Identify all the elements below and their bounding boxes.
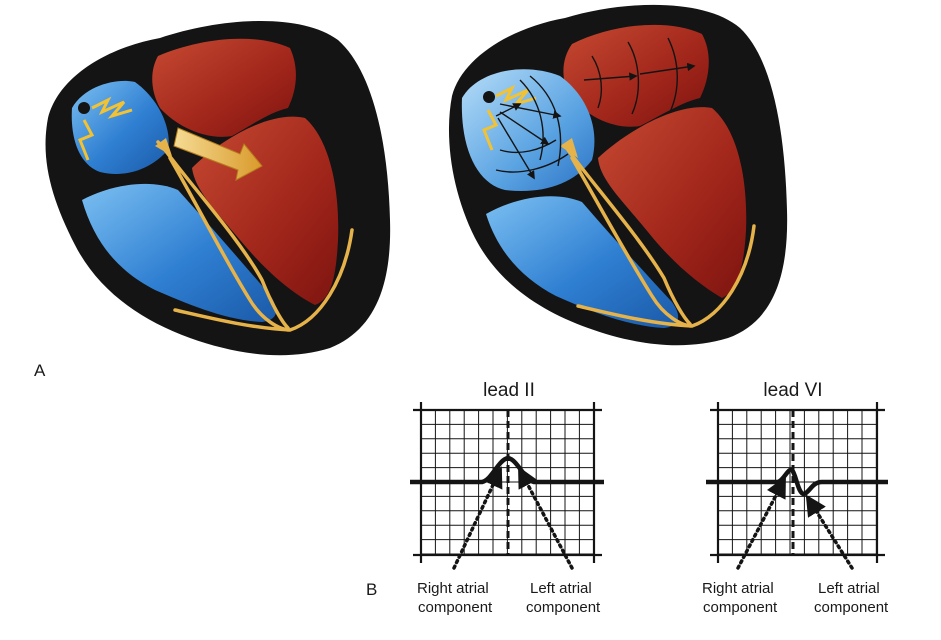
left-atrial-label-line2: component — [814, 599, 889, 616]
ecg-grid — [710, 402, 885, 563]
lightning-bolt — [482, 109, 499, 151]
left-atrial-pointer — [518, 466, 574, 570]
heart-left — [45, 20, 391, 356]
wavefront-arrow — [499, 111, 550, 145]
conduction-fibers — [156, 140, 354, 332]
right-atrial-wavefronts — [495, 75, 569, 180]
right-atrial-pointer — [736, 476, 786, 570]
conduction-fibers — [566, 148, 756, 328]
left-atrial-label-line1: Left atrial — [818, 580, 880, 597]
wavefront-arrow — [499, 103, 562, 119]
right-atrial-label-line2: component — [703, 599, 778, 616]
wavefront-arrow — [495, 103, 522, 117]
av-node — [155, 138, 172, 156]
wavefront-arrow — [583, 72, 638, 81]
ecg-lead-v1: lead VI Right atrial component Left atri… — [702, 380, 889, 616]
p-wave-trace — [706, 467, 888, 497]
lightning-bolt — [495, 84, 537, 107]
right-atrial-pointer — [452, 466, 503, 570]
ecg-lead-ii: lead II Right atrial component Left atri… — [410, 380, 604, 616]
lightning-bolt — [91, 96, 133, 119]
left-atrium — [152, 38, 296, 137]
panel-a-label: A — [34, 361, 46, 380]
right-ventricle — [486, 196, 679, 328]
lead-v1-title: lead VI — [763, 380, 822, 401]
panel-b-label: B — [366, 580, 377, 599]
sa-node-dot — [78, 102, 90, 114]
left-atrial-pointer — [805, 494, 854, 570]
heart-right — [448, 4, 788, 346]
lead-ii-title: lead II — [483, 380, 535, 401]
sa-node-dot — [483, 91, 495, 103]
left-ventricle — [598, 107, 747, 298]
wavefront-arrow — [639, 62, 696, 75]
right-atrial-label-line1: Right atrial — [417, 580, 489, 597]
right-atrial-label-line1: Right atrial — [702, 580, 774, 597]
left-atrial-label-line2: component — [526, 599, 601, 616]
wavefront-arrow — [497, 117, 535, 180]
right-ventricle — [82, 183, 277, 322]
right-atrium — [71, 80, 169, 174]
left-atrial-label-line1: Left atrial — [530, 580, 592, 597]
left-atrial-wavefronts — [583, 37, 696, 115]
right-atrial-label-line2: component — [418, 599, 493, 616]
lightning-bolt — [78, 119, 95, 161]
av-node — [560, 138, 578, 158]
activation-arrow — [173, 127, 263, 181]
